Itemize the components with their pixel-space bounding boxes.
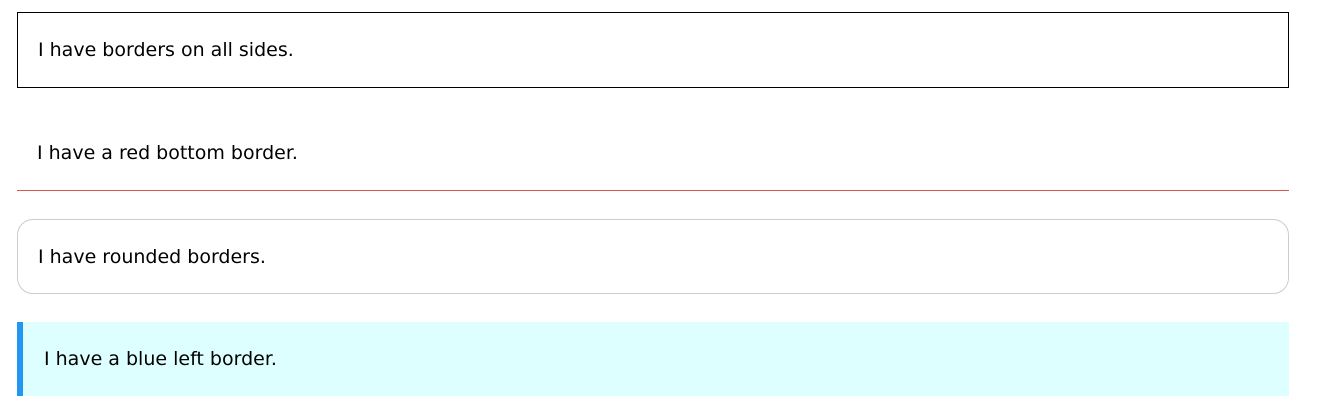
blue-left-border-box: I have a blue left border. xyxy=(17,322,1289,396)
rounded-border-box: I have rounded borders. xyxy=(17,219,1289,294)
red-bottom-border-text: I have a red bottom border. xyxy=(37,141,298,164)
all-sides-border-text: I have borders on all sides. xyxy=(38,39,294,61)
red-bottom-border-box: I have a red bottom border. xyxy=(17,115,1289,191)
rounded-border-text: I have rounded borders. xyxy=(38,245,266,268)
all-sides-border-box: I have borders on all sides. xyxy=(17,12,1289,88)
blue-left-border-text: I have a blue left border. xyxy=(44,348,277,370)
